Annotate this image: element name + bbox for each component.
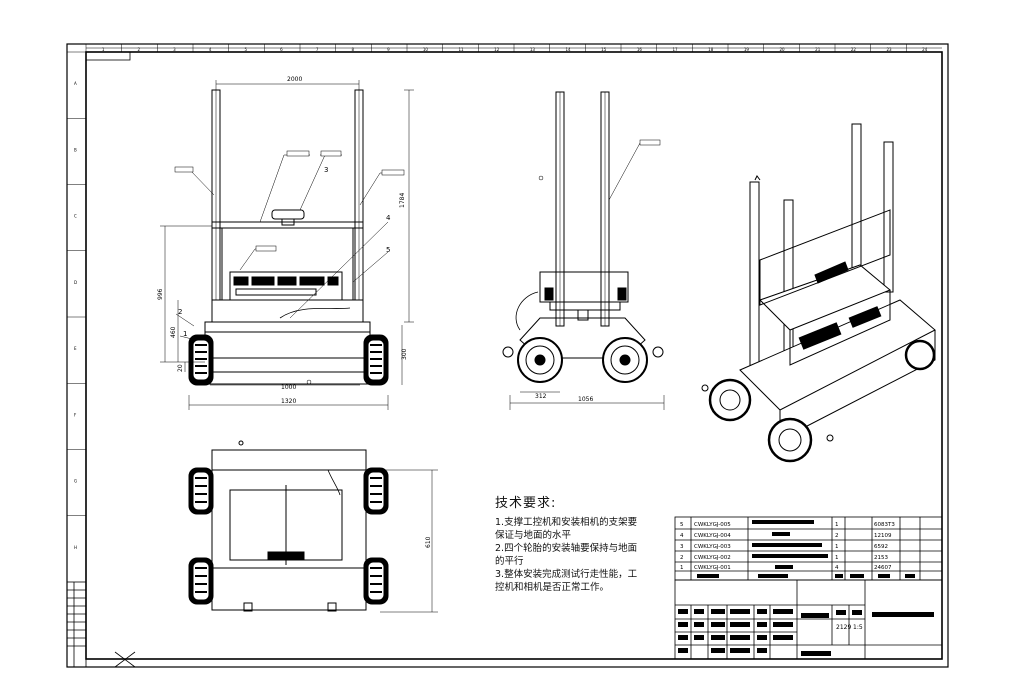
side-view — [502, 91, 664, 383]
top-ruler-label: 24 — [922, 47, 928, 52]
outer-frame — [66, 43, 949, 668]
bom-cell-code: CWKLYGJ-001 — [694, 565, 731, 571]
side-dimensions — [509, 139, 665, 410]
drawing-code-box — [85, 51, 131, 61]
dim-width-top: 2000 — [287, 76, 302, 83]
tech-line-1: 1.支撑工控机和安装相机的支架要 — [495, 517, 638, 528]
dim-overall: 1320 — [281, 398, 296, 405]
tech-line-4: 的平行 — [495, 556, 524, 567]
bom-cell-no: 4 — [680, 533, 684, 539]
left-ruler-label: E — [74, 346, 77, 351]
top-ruler-label: 9 — [387, 47, 390, 52]
top-ruler-label: 8 — [352, 47, 355, 52]
bom-cell-code: CWKLYGJ-002 — [694, 555, 731, 561]
bom-cell-no: 1 — [680, 565, 684, 571]
bom-cell-qty: 4 — [835, 565, 839, 571]
top-ruler-label: 14 — [566, 47, 572, 52]
tech-line-5: 3.整体安装完成测试行走性能，工 — [495, 569, 638, 580]
bom-cell-no: 3 — [680, 544, 684, 550]
title-block-weight: 2129 — [836, 624, 851, 631]
bom-table — [674, 516, 943, 581]
dim-axle: 1000 — [281, 384, 296, 391]
top-ruler-label: 20 — [780, 47, 786, 52]
top-view — [188, 440, 389, 612]
bom-cell-code: CWKLYGJ-005 — [694, 522, 731, 528]
tech-line-6: 控机和相机是否正常工作。 — [495, 582, 610, 593]
bom-cell-qty: 2 — [835, 533, 839, 539]
left-ruler: A B C D E F G H — [67, 51, 86, 550]
bom-cell-mat: 24607 — [874, 565, 892, 571]
balloon-5: 5 — [386, 246, 390, 254]
bom-cell-mat: 12109 — [874, 533, 892, 539]
dim-small-left: 20 — [177, 364, 184, 372]
dim-wheel: 312 — [535, 393, 547, 400]
top-ruler-label: 2 — [138, 47, 141, 52]
dim-height-low: 460 — [170, 326, 177, 338]
left-ruler-label: B — [74, 147, 77, 152]
bom-cell-mat: 6592 — [874, 544, 888, 550]
bom-cell-mat: 6083T3 — [874, 522, 895, 528]
tech-line-2: 保证与地面的水平 — [495, 530, 572, 541]
isometric-view — [701, 123, 936, 463]
tech-line-3: 2.四个轮胎的安装轴要保持与地面 — [495, 543, 638, 554]
left-ruler-label: F — [74, 412, 77, 417]
bom-cell-qty: 1 — [835, 544, 839, 550]
top-ruler-label: 1 — [102, 47, 105, 52]
top-ruler-label: 19 — [744, 47, 750, 52]
top-ruler-label: 15 — [601, 47, 607, 52]
bom-cell-no: 5 — [680, 522, 684, 528]
top-ruler-label: 11 — [459, 47, 465, 52]
tech-requirements: 技术要求: 1.支撑工控机和安装相机的支架要 保证与地面的水平 2.四个轮胎的安… — [495, 492, 670, 594]
tech-requirements-title: 技术要求: — [495, 496, 557, 511]
balloon-4: 4 — [386, 214, 391, 222]
top-ruler-label: 4 — [209, 47, 212, 52]
top-ruler-label: 23 — [887, 47, 893, 52]
top-ruler-label: 21 — [815, 47, 821, 52]
top-ruler-label: 13 — [530, 47, 536, 52]
top-dimensions — [380, 469, 438, 613]
balloon-2: 2 — [178, 308, 182, 316]
left-ruler-label: D — [74, 280, 77, 285]
title-block — [674, 579, 943, 660]
balloon-1: 1 — [183, 330, 187, 338]
left-ruler-label: A — [74, 81, 77, 86]
bom-cell-code: CWKLYGJ-003 — [694, 544, 731, 550]
top-ruler-label: 22 — [851, 47, 857, 52]
bom-cell-qty: 1 — [835, 522, 839, 528]
top-ruler-label: 7 — [316, 47, 319, 52]
title-block-label-bars — [678, 609, 934, 656]
front-view — [188, 89, 389, 386]
dim-height-total: 1784 — [399, 193, 406, 208]
dim-right-300: 300 — [401, 348, 408, 360]
bom-cell-mat: 2153 — [874, 555, 888, 561]
left-ruler-label: C — [74, 214, 77, 219]
top-ruler-label: 12 — [494, 47, 500, 52]
top-ruler-label: 17 — [673, 47, 679, 52]
front-balloons — [174, 150, 405, 252]
top-ruler-label: 16 — [637, 47, 643, 52]
top-ruler-label: 6 — [280, 47, 283, 52]
top-ruler-label: 18 — [708, 47, 714, 52]
bom-cell-no: 2 — [680, 555, 684, 561]
bom-cell-qty: 1 — [835, 555, 839, 561]
top-ruler-label: 3 — [173, 47, 176, 52]
title-block-scale: 1:5 — [853, 624, 863, 631]
bom-cell-code: CWKLYGJ-004 — [694, 533, 731, 539]
dim-length: 1056 — [578, 396, 593, 403]
dim-height-mid: 996 — [157, 288, 164, 300]
dim-depth: 610 — [425, 536, 432, 548]
top-ruler-label: 10 — [423, 47, 429, 52]
left-ruler-label: G — [74, 479, 77, 484]
revision-block — [66, 581, 136, 668]
bom-label-bars — [697, 520, 915, 578]
balloon-3: 3 — [324, 166, 328, 174]
left-ruler-label: H — [74, 545, 77, 550]
top-ruler-label: 5 — [245, 47, 248, 52]
